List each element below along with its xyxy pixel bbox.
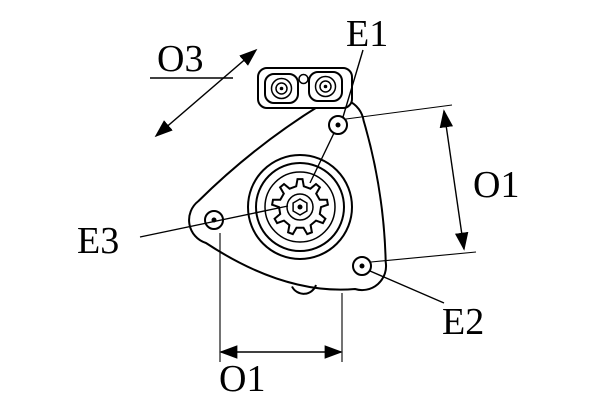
terminal-right-boss — [308, 71, 343, 102]
dimension-labels: E1 O3 O1 E3 E2 O1 — [77, 13, 519, 400]
pinion-hub-circle — [286, 193, 314, 221]
dim-o3 — [154, 48, 258, 138]
leader-e2 — [369, 270, 445, 304]
leader-e3 — [139, 205, 289, 238]
terminal-left-outer-ring — [270, 77, 293, 100]
bottom-tab — [291, 284, 317, 295]
label-o3: O3 — [157, 38, 203, 80]
mounting-hole-top-dot — [335, 122, 341, 128]
leader-e1 — [342, 49, 364, 118]
label-e2: E2 — [442, 301, 484, 343]
mounting-holes — [204, 115, 372, 276]
mounting-flange-outline — [188, 97, 388, 292]
label-o1-right: O1 — [473, 164, 519, 206]
boss-inner-circle — [264, 171, 336, 243]
terminal-right-center-dot — [323, 84, 328, 89]
ext-o1-right-bottom — [370, 251, 477, 263]
dimension-lines — [150, 48, 477, 362]
pinion-gear-teeth — [270, 178, 330, 236]
terminal-small-hole — [298, 73, 309, 85]
leader-top-hole-to-center — [309, 132, 335, 184]
mounting-hole-bottom-right-dot — [359, 263, 365, 269]
pinion-center-dot — [297, 204, 303, 210]
label-e3: E3 — [77, 220, 119, 262]
mounting-flange — [188, 97, 388, 295]
terminal-right-inner-ring — [319, 80, 332, 93]
label-o1-bottom: O1 — [219, 358, 265, 400]
leader-lines — [139, 49, 445, 304]
terminal-left-boss — [264, 73, 299, 104]
terminal-block — [257, 67, 353, 109]
pinion-boss — [247, 154, 353, 260]
boss-middle-circle — [255, 162, 345, 252]
dim-o1-right — [439, 109, 469, 251]
label-e1: E1 — [346, 13, 388, 55]
ext-o1-right-top — [345, 104, 453, 120]
terminal-left-center-dot — [279, 86, 284, 91]
terminal-left-inner-ring — [275, 82, 288, 95]
pinion-hub-hexagon — [292, 198, 308, 216]
boss-outer-circle — [247, 154, 353, 260]
terminal-right-outer-ring — [314, 75, 337, 98]
